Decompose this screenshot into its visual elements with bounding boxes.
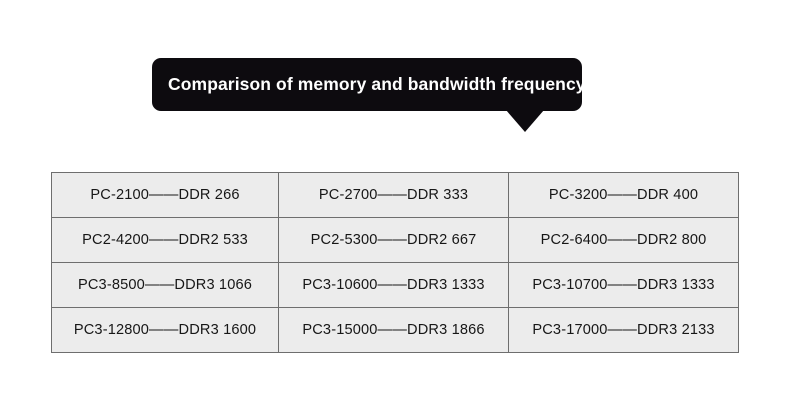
memory-bandwidth-table: PC-2100——DDR 266 PC-2700——DDR 333 PC-320… [51,172,739,353]
table-cell: PC3-12800——DDR3 1600 [51,307,279,353]
table-cell: PC3-15000——DDR3 1866 [278,307,509,353]
table-cell: PC-3200——DDR 400 [508,172,739,218]
table-cell: PC3-10700——DDR3 1333 [508,262,739,308]
table-row: PC2-4200——DDR2 533 PC2-5300——DDR2 667 PC… [51,217,739,263]
table-cell: PC-2700——DDR 333 [278,172,509,218]
page-title: Comparison of memory and bandwidth frequ… [168,74,586,94]
table-body: PC-2100——DDR 266 PC-2700——DDR 333 PC-320… [51,172,739,353]
table-cell: PC2-6400——DDR2 800 [508,217,739,263]
table-cell: PC3-8500——DDR3 1066 [51,262,279,308]
table-cell: PC-2100——DDR 266 [51,172,279,218]
table-row: PC3-8500——DDR3 1066 PC3-10600——DDR3 1333… [51,262,739,308]
callout-tail-icon [506,110,544,132]
table-cell: PC3-10600——DDR3 1333 [278,262,509,308]
table-row: PC3-12800——DDR3 1600 PC3-15000——DDR3 186… [51,307,739,353]
table-cell: PC2-5300——DDR2 667 [278,217,509,263]
title-callout-bubble: Comparison of memory and bandwidth frequ… [152,58,586,111]
table-row: PC-2100——DDR 266 PC-2700——DDR 333 PC-320… [51,172,739,218]
table-cell: PC2-4200——DDR2 533 [51,217,279,263]
table-cell: PC3-17000——DDR3 2133 [508,307,739,353]
